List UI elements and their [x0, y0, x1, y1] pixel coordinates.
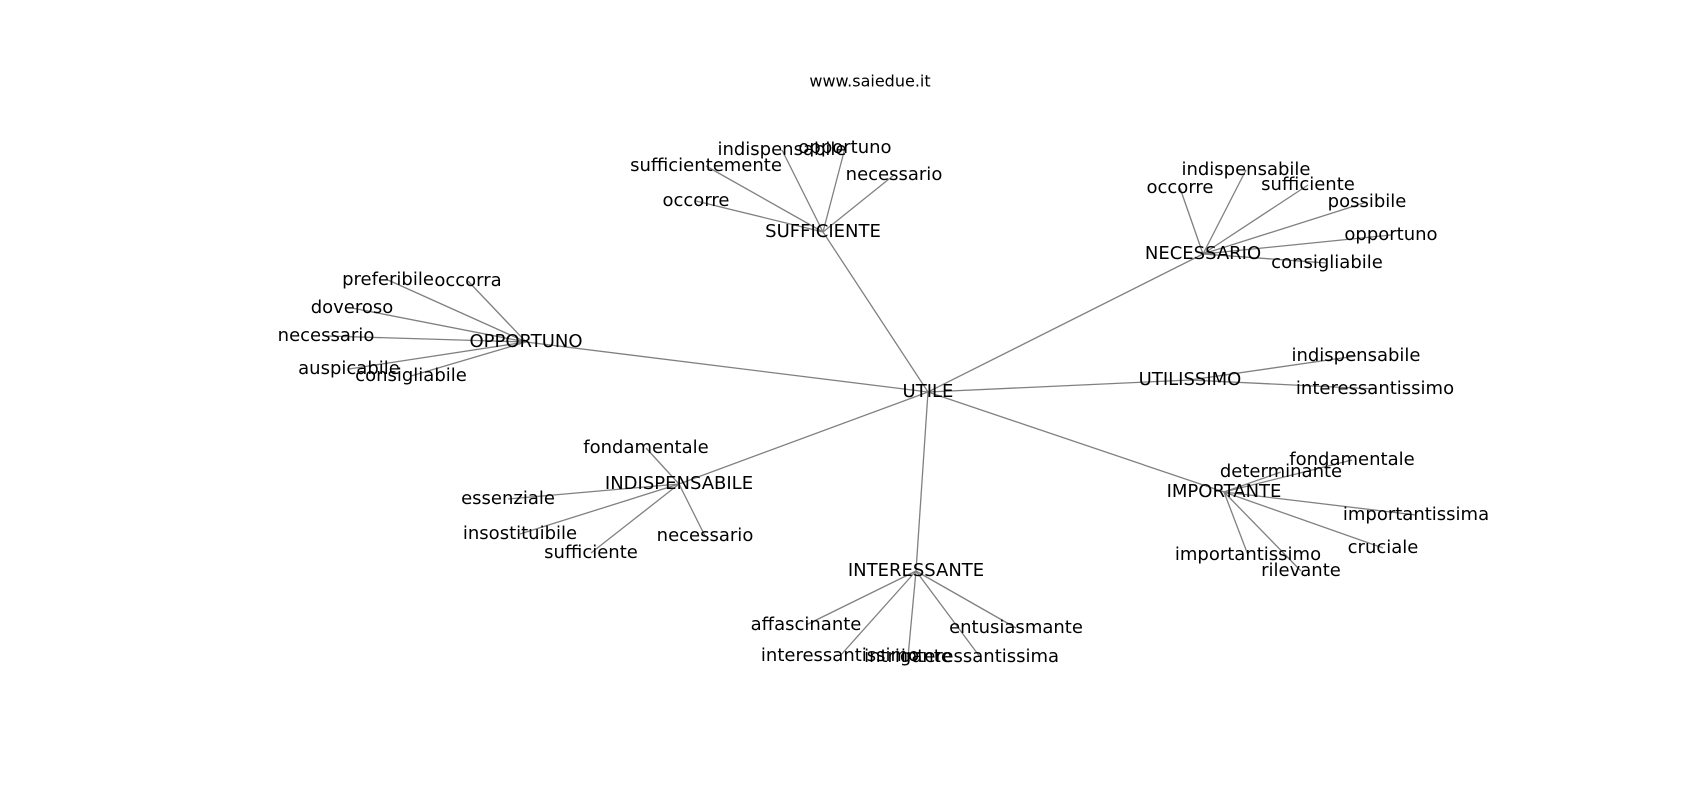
edge-interessante-entusiasmante	[915, 570, 1017, 629]
edge-sufficiente-occorre	[695, 200, 824, 233]
edge-opportuno-necessario	[325, 335, 527, 343]
edge-indispensabile-fondamentale	[645, 447, 680, 485]
node-interessante-entusiasmante: entusiasmante	[949, 617, 1083, 638]
edge-necessario-possibile	[1202, 201, 1368, 255]
node-sufficiente-opportuno: opportuno	[798, 137, 891, 158]
node-interessante-intrigante: intrigante	[864, 646, 952, 667]
edge-opportuno-auspicabile	[348, 341, 527, 370]
edge-importante-importantissima	[1223, 491, 1417, 516]
node-sufficiente: SUFFICIENTE	[765, 221, 881, 242]
node-importante-rilevante: rilevante	[1261, 560, 1341, 581]
edge-sufficiente-necessario	[822, 174, 895, 233]
edge-utile-opportuno	[525, 341, 929, 393]
node-opportuno-doveroso: doveroso	[311, 297, 394, 318]
edge-importante-determinante	[1223, 471, 1282, 493]
graph-title: www.saiedue.it	[809, 72, 930, 91]
node-opportuno-preferibile: preferibile	[342, 269, 434, 290]
node-opportuno-consigliabile: consigliabile	[355, 365, 467, 386]
edge-importante-importantissimo	[1223, 491, 1249, 556]
edge-opportuno-consigliabile	[410, 341, 527, 377]
node-sufficiente-occorre: occorre	[663, 190, 730, 211]
node-opportuno: OPPORTUNO	[469, 331, 582, 352]
edge-indispensabile-insostituibile	[519, 483, 680, 535]
node-importante: IMPORTANTE	[1167, 481, 1282, 502]
edge-sufficiente-indispensabile	[781, 149, 824, 233]
graph-labels: www.saiedue.it UTILE SUFFICIENTE indispens…	[278, 72, 1489, 668]
edge-necessario-opportuno	[1202, 234, 1392, 255]
node-importante-importantissima: importantissima	[1343, 504, 1489, 525]
node-interessante: INTERESSANTE	[848, 560, 984, 581]
edge-indispensabile-necessario	[678, 483, 706, 537]
node-importante-importantissimo: importantissimo	[1175, 544, 1321, 565]
edge-necessario-occorre	[1179, 187, 1204, 255]
node-interessante-interessantissima: interessantissima	[901, 646, 1059, 667]
edge-opportuno-preferibile	[387, 279, 527, 343]
edge-utile-sufficiente	[822, 231, 929, 393]
node-utilissimo-indispensabile: indispensabile	[1291, 345, 1420, 366]
node-utilissimo-interessantissimo: interessantissimo	[1296, 378, 1454, 399]
edge-utilissimo-indispensabile	[1189, 355, 1357, 381]
node-indispensabile-fondamentale: fondamentale	[583, 437, 708, 458]
edge-necessario-indispensabile	[1202, 169, 1247, 255]
edge-utile-utilissimo	[927, 379, 1191, 393]
node-indispensabile-insostituibile: insostituibile	[463, 523, 577, 544]
edge-interessante-affascinante	[805, 570, 917, 626]
node-utile: UTILE	[903, 381, 954, 402]
edge-utile-indispensabile	[678, 391, 929, 485]
node-necessario: NECESSARIO	[1145, 243, 1261, 264]
node-necessario-sufficiente: sufficiente	[1261, 174, 1355, 195]
edge-utilissimo-interessantissimo	[1189, 379, 1376, 390]
node-indispensabile-essenziale: essenziale	[461, 488, 555, 509]
graph-edges	[325, 147, 1417, 658]
node-importante-fondamentale: fondamentale	[1289, 449, 1414, 470]
edge-opportuno-doveroso	[351, 307, 527, 343]
edge-importante-rilevante	[1223, 491, 1302, 572]
node-interessante-affascinante: affascinante	[751, 614, 862, 635]
edge-necessario-consigliabile	[1202, 253, 1328, 264]
node-sufficiente-indispensabile: indispensabile	[717, 139, 846, 160]
node-indispensabile-necessario: necessario	[657, 525, 754, 546]
edge-interessante-interessantissima	[915, 570, 981, 658]
edge-necessario-sufficiente	[1202, 184, 1309, 255]
edge-opportuno-occorra	[467, 280, 527, 343]
node-necessario-consigliabile: consigliabile	[1271, 252, 1383, 273]
node-interessante-interessantissimo: interessantissimo	[761, 645, 919, 666]
edge-utile-necessario	[927, 253, 1204, 393]
node-necessario-possibile: possibile	[1328, 191, 1407, 212]
edge-importante-cruciale	[1223, 491, 1384, 549]
edge-utile-interessante	[915, 391, 929, 572]
edge-sufficiente-opportuno	[822, 147, 846, 233]
edge-importante-fondamentale	[1223, 459, 1353, 493]
node-necessario-indispensabile: indispensabile	[1181, 159, 1310, 180]
node-sufficiente-sufficientemente: sufficientemente	[630, 155, 782, 176]
edge-utile-importante	[927, 391, 1225, 493]
node-utilissimo: UTILISSIMO	[1139, 369, 1242, 390]
node-necessario-occorre: occorre	[1147, 177, 1214, 198]
edge-interessante-interessantissimo	[839, 570, 917, 657]
node-opportuno-necessario: necessario	[278, 325, 375, 346]
node-sufficiente-necessario: necessario	[846, 164, 943, 185]
node-indispensabile: INDISPENSABILE	[605, 473, 753, 494]
node-necessario-opportuno: opportuno	[1344, 224, 1437, 245]
node-opportuno-auspicabile: auspicabile	[298, 358, 400, 379]
node-opportuno-occorra: occorra	[434, 270, 501, 291]
edge-indispensabile-essenziale	[507, 483, 680, 500]
node-importante-determinante: determinante	[1220, 461, 1342, 482]
edge-sufficiente-sufficientemente	[705, 165, 824, 233]
node-importante-cruciale: cruciale	[1348, 537, 1419, 558]
node-indispensabile-sufficiente: sufficiente	[544, 542, 638, 563]
edge-indispensabile-sufficiente	[590, 483, 680, 554]
edge-interessante-intrigante	[907, 570, 917, 658]
